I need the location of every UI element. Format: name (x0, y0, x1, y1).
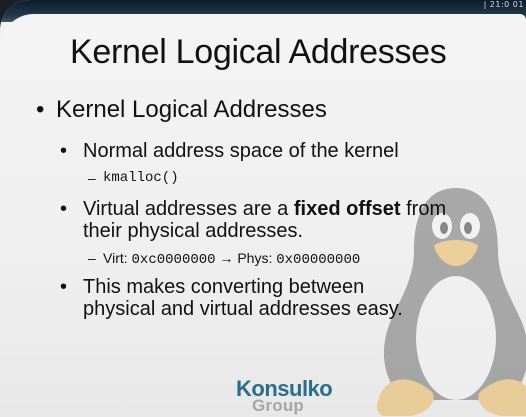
arrow-icon: → (215, 250, 238, 266)
slide-title: Kernel Logical Addresses (70, 33, 447, 71)
bullet-item-1-text: Normal address space of the kernel (83, 140, 399, 162)
konsulko-logo-text: Konsulko (236, 376, 333, 401)
bullet-item-3-line1: This makes converting between (83, 276, 365, 298)
item-2-text-after: from (400, 198, 447, 220)
bullet-item-2-line1: Virtual addresses are a fixed offset fro… (83, 198, 446, 220)
dash-icon: – (88, 170, 96, 186)
phys-address: 0x00000000 (276, 252, 361, 268)
bullet-item-3-line2: physical and virtual addresses easy. (83, 298, 403, 320)
bullet-dot-icon: • (60, 140, 68, 162)
bullet-dot-icon: • (60, 276, 68, 298)
phys-label: Phys: (237, 250, 277, 266)
dash-icon: – (88, 250, 96, 266)
clock: | 21:0 01 (483, 0, 524, 9)
bullet-level1-text: Kernel Logical Addresses (56, 96, 327, 123)
bullet-dot-icon: • (36, 96, 45, 123)
virt-address: 0xc0000000 (131, 252, 216, 268)
address-mapping-text: Virt: 0xc0000000 → Phys: 0x00000000 (103, 250, 360, 268)
fixed-offset-emphasis: fixed offset (293, 198, 401, 220)
kmalloc-code: kmalloc() (103, 170, 179, 186)
group-logo-text: Group (252, 396, 304, 415)
bullet-dot-icon: • (60, 198, 68, 220)
tux-penguin-watermark (376, 188, 526, 416)
item-2-text-before: Virtual addresses are a (83, 198, 294, 220)
bullet-item-2-line2: their physical addresses. (83, 220, 304, 242)
virt-label: Virt: (103, 250, 132, 266)
